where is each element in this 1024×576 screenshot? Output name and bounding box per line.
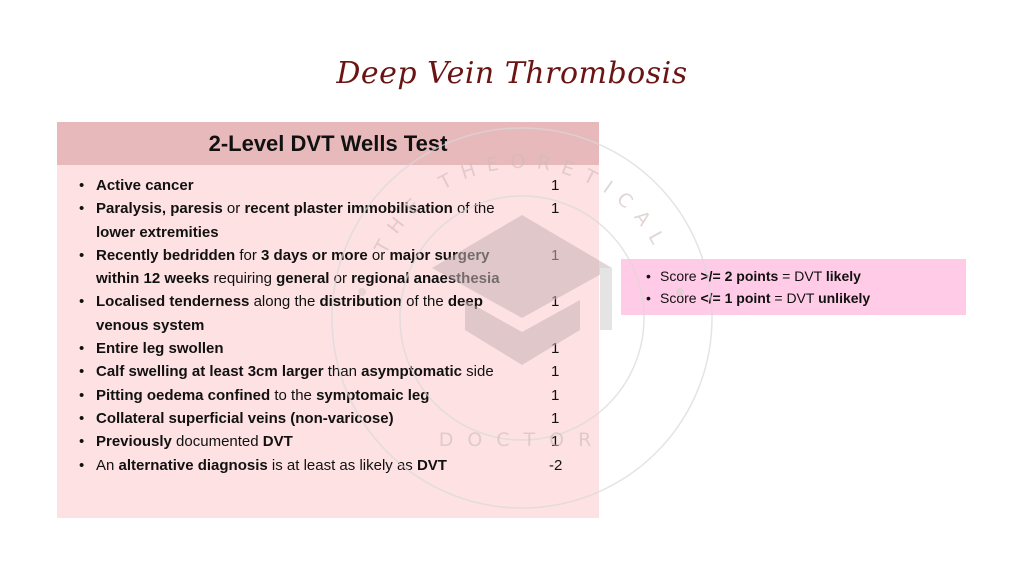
criterion-text: An alternative diagnosis is at least as … (96, 456, 447, 474)
bullet-icon: • (79, 456, 85, 474)
interpretation-panel: • Score >/= 2 points = DVT likely • Score … (621, 259, 966, 315)
criterion-item: • Pitting oedema confined to the symptoma… (57, 384, 559, 407)
criterion-text: Calf swelling at least 3cm larger than a… (96, 363, 494, 381)
criterion-item: • Previously documented DVT 1 (57, 430, 559, 453)
bullet-icon: • (79, 200, 85, 218)
interpretation-text: Score >/= 2 points = DVT likely (660, 268, 861, 284)
bullet-icon: • (79, 433, 85, 451)
bullet-icon: • (79, 409, 85, 427)
interpretation-item-unlikely: • Score </= 1 point = DVT unlikely (621, 287, 966, 309)
criterion-item: • Recently bedridden for 3 days or more o… (57, 244, 559, 291)
interpretation-text: Score </= 1 point = DVT unlikely (660, 290, 871, 306)
criterion-score: 1 (551, 433, 560, 451)
criterion-item: • Collateral superficial veins (non-varic… (57, 407, 559, 430)
criteria-list: • Active cancer 1 • Paralysis, paresis or r… (57, 165, 599, 477)
criterion-score: 1 (551, 409, 560, 427)
criterion-item: • Paralysis, paresis or recent plaster im… (57, 197, 559, 244)
bullet-icon: • (79, 293, 85, 311)
criterion-score: 1 (551, 177, 560, 194)
criterion-score: 1 (551, 246, 560, 264)
wells-test-panel: 2-Level DVT Wells Test • Active cancer 1 •… (57, 122, 599, 518)
bullet-icon: • (79, 177, 85, 194)
bullet-icon: • (79, 340, 85, 358)
bullet-icon: • (79, 386, 85, 404)
criterion-text: Previously documented DVT (96, 433, 293, 451)
interpretation-item-likely: • Score >/= 2 points = DVT likely (621, 265, 966, 287)
criterion-text: Localised tenderness along the distribut… (96, 293, 483, 334)
criterion-item: • An alternative diagnosis is at least as… (57, 454, 562, 477)
criterion-score: 1 (551, 386, 560, 404)
criterion-text: Entire leg swollen (96, 340, 224, 358)
bullet-icon: • (79, 363, 85, 381)
bullet-icon: • (646, 268, 651, 284)
criterion-item: • Localised tenderness along the distribu… (57, 290, 559, 337)
wells-test-header: 2-Level DVT Wells Test (57, 122, 599, 165)
bullet-icon: • (646, 290, 651, 306)
criterion-score: 1 (551, 293, 560, 311)
criterion-score: 1 (551, 340, 560, 358)
criterion-score: 1 (551, 363, 560, 381)
criterion-score: 1 (551, 200, 560, 218)
criterion-text: Collateral superficial veins (non-varico… (96, 409, 394, 427)
criterion-text: Recently bedridden for 3 days or more or… (96, 246, 500, 288)
interpretation-list: • Score >/= 2 points = DVT likely • Score … (621, 259, 966, 309)
criterion-score: -2 (549, 456, 563, 474)
criterion-item: • Entire leg swollen 1 (57, 337, 559, 360)
page-title: Deep Vein Thrombosis (336, 56, 688, 91)
bullet-icon: • (79, 246, 85, 264)
criterion-text: Paralysis, paresis or recent plaster imm… (96, 200, 495, 241)
criterion-text: Pitting oedema confined to the symptomai… (96, 386, 430, 404)
criterion-item: • Active cancer 1 (57, 174, 559, 197)
criterion-text: Active cancer (96, 177, 194, 194)
criterion-item: • Calf swelling at least 3cm larger than … (57, 360, 559, 383)
